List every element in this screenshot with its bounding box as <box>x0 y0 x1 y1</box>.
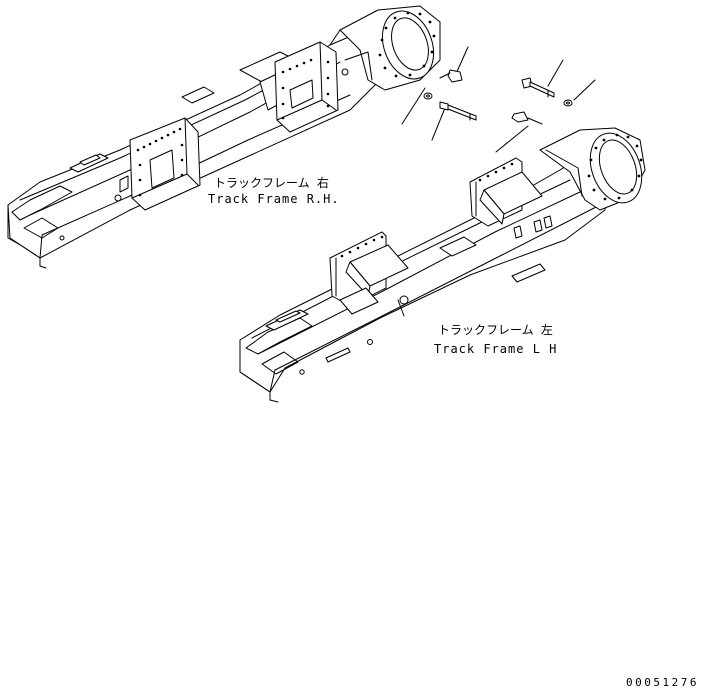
drawing-code: 00051276 <box>626 676 699 689</box>
left-frame-label-jp: トラックフレーム 左 <box>438 322 553 337</box>
left-frame-label-en: Track Frame L H <box>434 342 557 356</box>
pivot-ring-bolts-rh <box>378 11 436 78</box>
right-frame-label-en: Track Frame R.H. <box>208 192 340 206</box>
right-frame-label-jp: トラックフレーム 右 <box>214 175 329 190</box>
track-frame-lh <box>239 127 646 403</box>
bolt-hardware-rh <box>401 46 477 141</box>
bolt-holes-bracket-2 <box>478 162 514 182</box>
bolt-holes-plate-2 <box>281 58 330 120</box>
bolt-holes-plate-1 <box>136 127 184 197</box>
track-frame-rh <box>7 5 441 269</box>
bolt-hardware-lh <box>495 59 596 153</box>
bolt-holes-bracket-1 <box>340 235 384 258</box>
pivot-ring-bolts-lh <box>587 133 643 201</box>
